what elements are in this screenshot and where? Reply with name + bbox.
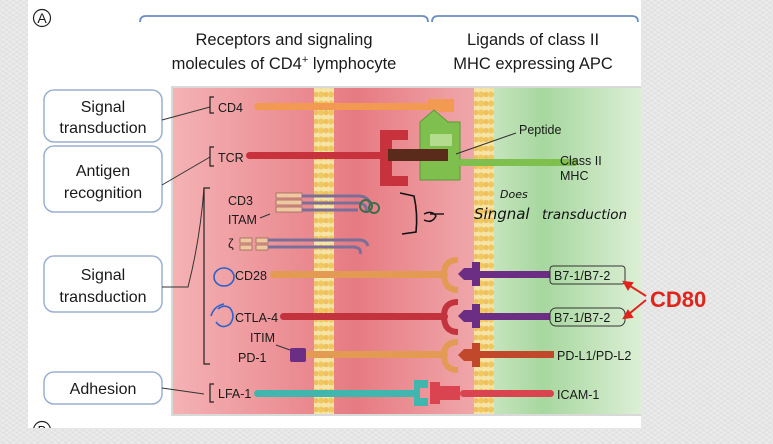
- label-brackets: [203, 96, 214, 403]
- svg-text:B: B: [38, 423, 47, 428]
- svg-text:transduction: transduction: [59, 289, 146, 306]
- figure-panel: A Receptors and signaling molecules of C…: [28, 0, 641, 428]
- t-cell-membrane: [314, 88, 334, 414]
- svg-text:TCR: TCR: [218, 151, 244, 165]
- svg-text:PD-L1/PD-L2: PD-L1/PD-L2: [557, 349, 631, 363]
- svg-text:LFA-1: LFA-1: [218, 387, 251, 401]
- cd28-b7-pair: CD28 B7-1/B7-2: [235, 257, 626, 293]
- svg-text:recognition: recognition: [64, 185, 142, 202]
- svg-text:Adhesion: Adhesion: [70, 381, 137, 398]
- header-bracket-left: [139, 15, 429, 23]
- svg-text:Signal: Signal: [81, 99, 125, 116]
- panel-label-circle: [32, 8, 52, 28]
- svg-text:CD28: CD28: [235, 269, 267, 283]
- svg-text:B7-1/B7-2: B7-1/B7-2: [554, 269, 610, 283]
- diagram-svg: A Receptors and signaling molecules of C…: [32, 8, 641, 428]
- svg-text:ITAM: ITAM: [228, 213, 257, 227]
- cd3-complex: CD3 ITAM: [228, 192, 380, 227]
- panel-label-b: B: [33, 420, 51, 428]
- svg-text:CTLA-4: CTLA-4: [235, 311, 278, 325]
- svg-text:CD3: CD3: [228, 194, 253, 208]
- panel-label: A: [37, 10, 47, 26]
- zeta-chain: ζ: [228, 236, 370, 255]
- svg-text:transduction: transduction: [542, 207, 627, 223]
- header-left-line2: molecules of CD4+ lymphocyte: [172, 54, 397, 73]
- svg-text:ICAM-1: ICAM-1: [557, 388, 599, 402]
- svg-text:Signal: Signal: [81, 267, 125, 284]
- svg-text:transduction: transduction: [59, 120, 146, 137]
- handwritten-annotation: Does Singnal transduction: [399, 188, 627, 235]
- svg-text:PD-1: PD-1: [238, 351, 267, 365]
- svg-text:MHC: MHC: [560, 169, 588, 183]
- svg-text:CD4: CD4: [218, 101, 243, 115]
- svg-text:B7-1/B7-2: B7-1/B7-2: [554, 311, 610, 325]
- svg-text:Singnal: Singnal: [474, 205, 530, 223]
- category-signal-transduction-2: Signal transduction: [43, 255, 163, 313]
- apc-region: [478, 88, 641, 414]
- svg-text:ITIM: ITIM: [250, 331, 275, 345]
- category-antigen-recognition: Antigen recognition: [43, 145, 163, 213]
- header-left-line1: Receptors and signaling: [195, 31, 372, 49]
- svg-text:Antigen: Antigen: [76, 163, 130, 180]
- cd4-molecule: CD4: [218, 99, 454, 115]
- svg-text:ζ: ζ: [228, 236, 234, 251]
- header-right-line1: Ligands of class II: [467, 31, 599, 49]
- cd80-label: CD80: [650, 287, 706, 312]
- pd1-pdl-pair: ITIM PD-1 PD-L1/PD-L2: [238, 331, 631, 373]
- apc-membrane: [474, 88, 494, 414]
- category-connectors: [161, 106, 211, 395]
- svg-text:Does: Does: [500, 188, 528, 201]
- category-signal-transduction-1: Signal transduction: [43, 89, 163, 143]
- svg-text:Class II: Class II: [560, 154, 602, 168]
- header-right-line2: MHC expressing APC: [453, 55, 613, 73]
- header-bracket-right: [431, 15, 639, 23]
- lfa1-icam1-pair: LFA-1 ICAM-1: [218, 380, 599, 406]
- blue-circle-marks: [210, 267, 235, 328]
- svg-text:Peptide: Peptide: [519, 123, 561, 137]
- tcr-mhc-complex: TCR Peptide Class II MHC: [218, 109, 602, 186]
